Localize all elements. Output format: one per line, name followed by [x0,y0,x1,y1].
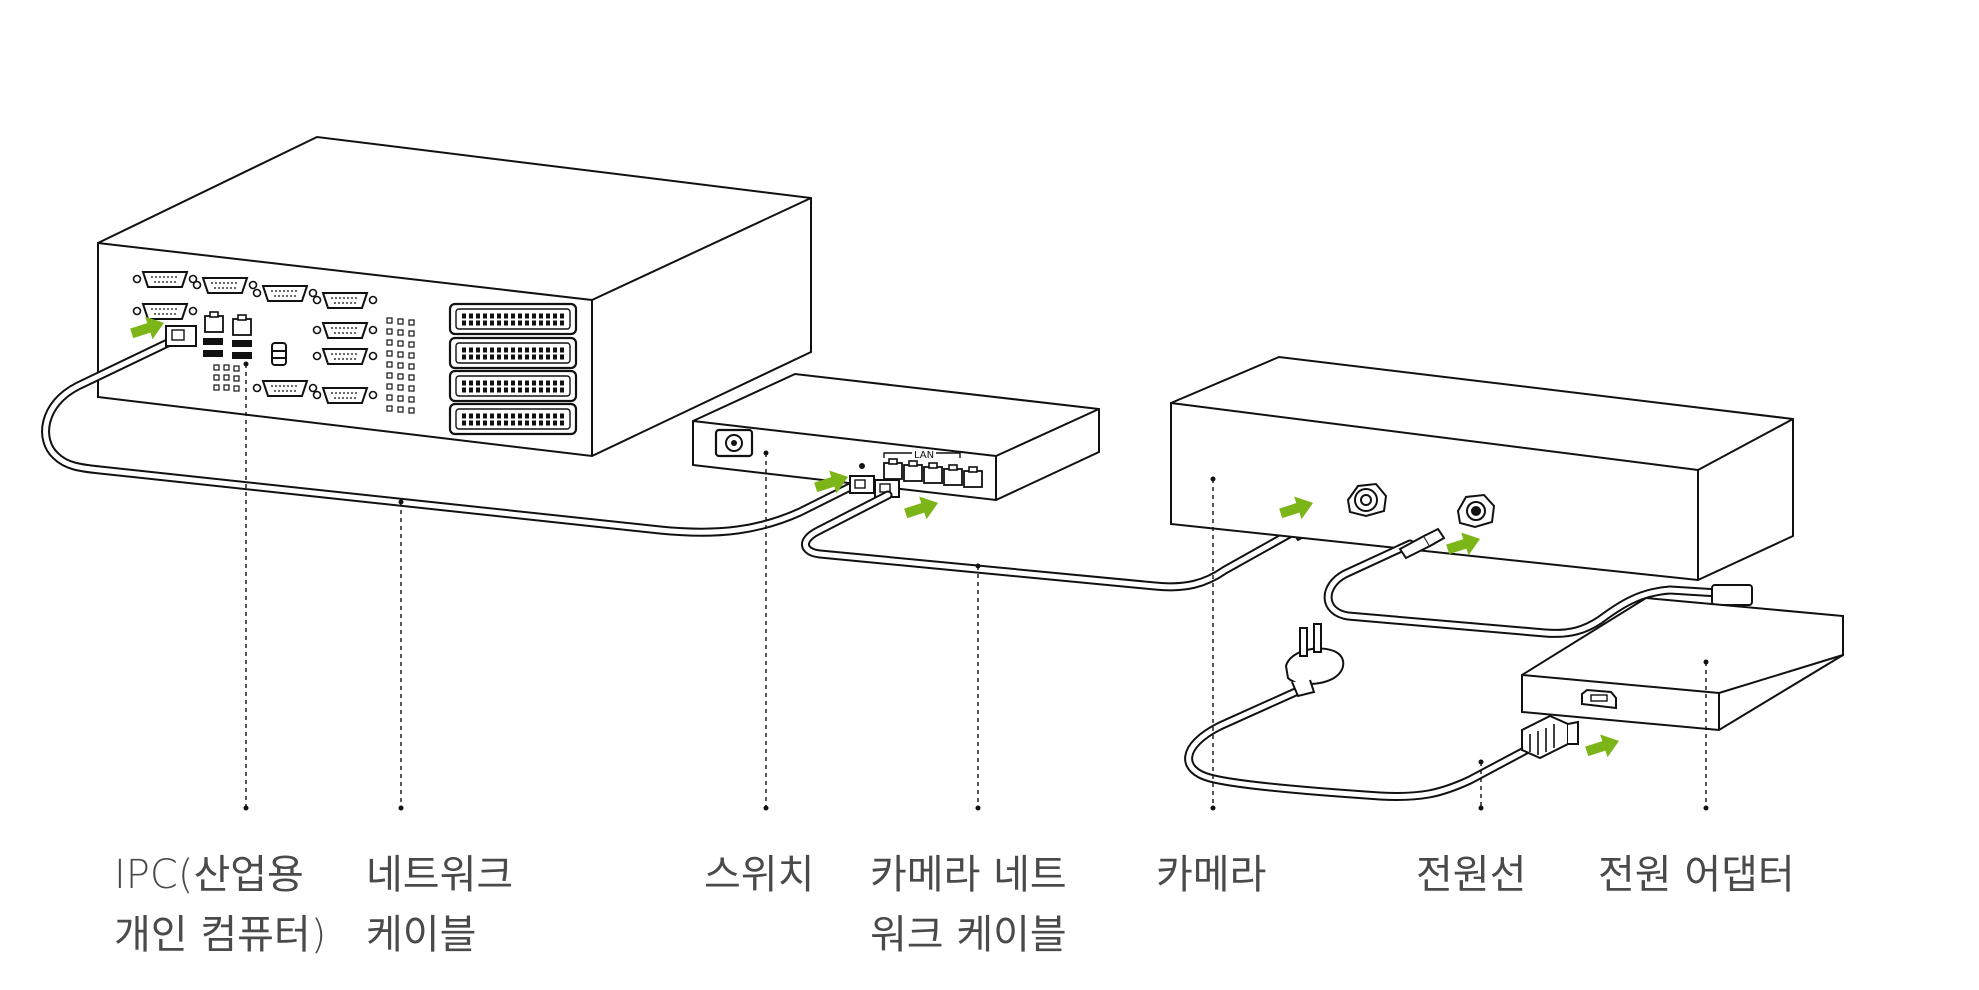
power-plug-icon [1284,623,1345,698]
label-switch: 스위치 [704,845,814,905]
iec-connector [1521,714,1579,760]
m12-port-network-icon [1346,482,1388,518]
usb-port-icon [203,338,287,366]
camera-device [1170,355,1794,582]
network-cable [41,325,867,537]
label-network-cable-line1: 네트워크 [366,852,514,898]
label-power-adapter-line1: 전원 어댑터 [1598,852,1795,898]
lan-label: LAN [914,450,934,461]
power-adapter-device [1521,596,1844,732]
label-camera-line1: 카메라 [1156,852,1267,898]
expansion-slots [450,304,576,434]
rj45-plug-ipc [165,325,197,347]
switch-device: LAN [692,372,1100,502]
label-network-cable-line2: 케이블 [366,912,477,958]
label-camera-network-cable: 카메라 네트 워크 케이블 [870,845,1067,965]
camera-power-cable [1323,527,1753,638]
label-camera-network-cable-line1: 카메라 네트 [870,852,1067,898]
rj45-plug-switch-1 [849,475,875,494]
label-switch-line1: 스위치 [704,852,815,898]
ipc-device [97,135,812,458]
power-port-icon [714,428,754,458]
leader-dots [243,361,1709,811]
label-ipc-line1: IPC(산업용 [114,852,304,898]
m12-port-power-icon [1456,493,1496,529]
label-camera-network-cable-line2: 워크 케이블 [870,912,1067,958]
label-power-cord-line1: 전원선 [1416,852,1527,898]
leader-lines [245,364,1707,808]
label-ipc: IPC(산업용 개인 컴퓨터) [114,845,326,965]
label-network-cable: 네트워크 케이블 [366,845,513,965]
label-power-cord: 전원선 [1416,845,1526,905]
label-camera: 카메라 [1156,845,1266,905]
power-port-icon [1581,688,1617,710]
label-ipc-line2: 개인 컴퓨터) [114,912,327,958]
power-cord [1184,623,1579,801]
label-power-adapter: 전원 어댑터 [1598,845,1795,905]
